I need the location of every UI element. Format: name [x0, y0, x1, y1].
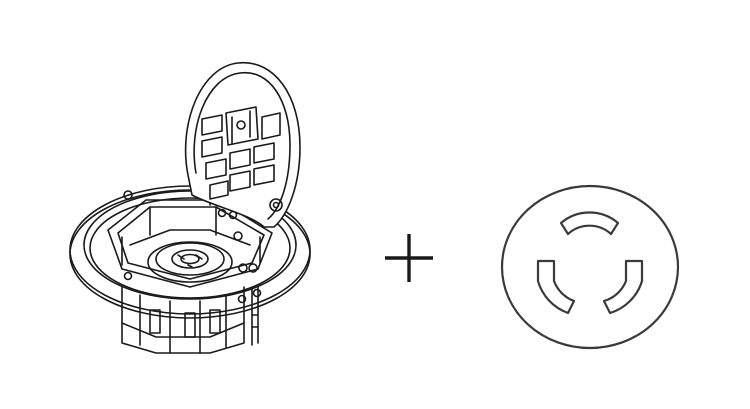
floor-box-receptacle-illustration: [69, 62, 311, 354]
inner-well: [107, 199, 273, 288]
plus-sign-icon: [385, 234, 433, 282]
plus-sign: [383, 232, 435, 284]
open-lid: [184, 62, 301, 228]
floor-box-illustration: [60, 55, 330, 360]
mounting-screws: [123, 190, 262, 304]
left-blade-slot: [536, 259, 576, 315]
twist-lock-receptacle-face-icon: [500, 184, 680, 350]
top-blade-slot: [559, 211, 620, 236]
right-blade-slot: [602, 259, 644, 315]
receptacle-in-box: [147, 241, 233, 283]
receptacle-face: [498, 183, 684, 351]
box-body: [121, 286, 259, 354]
